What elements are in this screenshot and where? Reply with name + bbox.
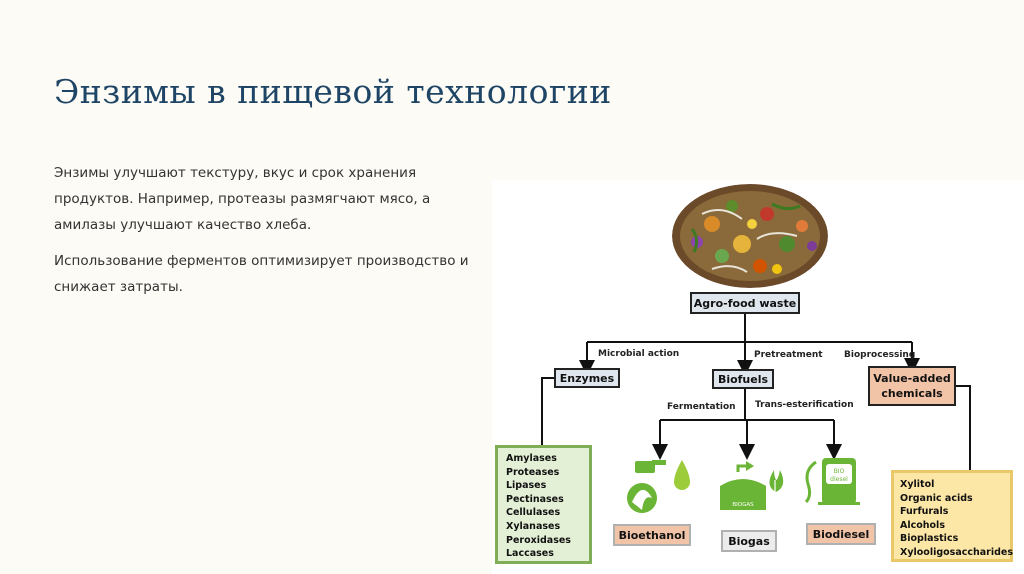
edge-label-pretreatment: Pretreatment <box>754 350 823 360</box>
enzyme-item: Lipases <box>506 480 547 492</box>
chemical-item: Xylitol <box>900 479 935 490</box>
edge-label-bioprocessing: Bioprocessing <box>844 350 916 360</box>
chemical-list: Xylitol Organic acids Furfurals Alcohols… <box>891 470 1013 562</box>
diagram-connectors: BIOGAS BIO diesel <box>541 314 971 513</box>
chemical-item: Xylooligosaccharides <box>900 546 1014 558</box>
biogas-tank-icon: BIOGAS <box>720 461 784 510</box>
node-value-added-chemicals: Value-added chemicals <box>868 366 956 406</box>
paragraph-enzymes: Энзимы улучшают текстуру, вкус и срок хр… <box>54 165 431 233</box>
biogas-tank-text: BIOGAS <box>732 502 754 508</box>
bio-diesel-bottom-text: diesel <box>830 476 848 483</box>
slide-title: Энзимы в пищевой технологии <box>54 72 612 111</box>
chemical-item: Bioplastics <box>900 533 959 545</box>
biodiesel-pump-icon: BIO diesel <box>804 458 860 505</box>
enzyme-item: Cellulases <box>506 507 561 519</box>
enzyme-item: Proteases <box>506 466 560 478</box>
enzyme-list: Amylases Proteases Lipases Pectinases Ce… <box>495 445 592 564</box>
edge-label-fermentation: Fermentation <box>667 402 736 412</box>
node-biogas: Biogas <box>721 530 777 552</box>
slide-body: Энзимы улучшают текстуру, вкус и срок хр… <box>54 160 494 310</box>
chemical-item: Furfurals <box>900 506 949 518</box>
enzyme-item: Pectinases <box>506 493 564 505</box>
bio-diesel-top-text: BIO <box>834 468 845 475</box>
edge-label-microbial-action: Microbial action <box>598 349 680 359</box>
edge-label-trans-esterification: Trans-esterification <box>755 400 854 410</box>
value-added-line2: chemicals <box>881 387 943 400</box>
paragraph-optimization: Использование ферментов оптимизирует про… <box>54 253 469 295</box>
food-waste-image <box>672 184 828 288</box>
enzyme-item: Peroxidases <box>506 534 571 546</box>
node-biofuels: Biofuels <box>712 369 774 389</box>
value-added-line1: Value-added <box>873 372 951 385</box>
fuel-pump-icon <box>627 460 690 513</box>
node-enzymes: Enzymes <box>554 368 620 388</box>
node-biodiesel: Biodiesel <box>806 523 876 545</box>
agro-waste-diagram: BIOGAS BIO diesel Microbial action Pretr… <box>492 180 1024 574</box>
enzyme-item: Laccases <box>506 548 554 560</box>
enzyme-item: Xylanases <box>506 520 561 532</box>
enzyme-item: Amylases <box>506 453 557 464</box>
chemical-item: Organic acids <box>900 492 973 504</box>
node-agro-food-waste: Agro-food waste <box>690 292 800 314</box>
chemical-item: Alcohols <box>900 519 945 531</box>
node-bioethanol: Bioethanol <box>613 524 691 546</box>
